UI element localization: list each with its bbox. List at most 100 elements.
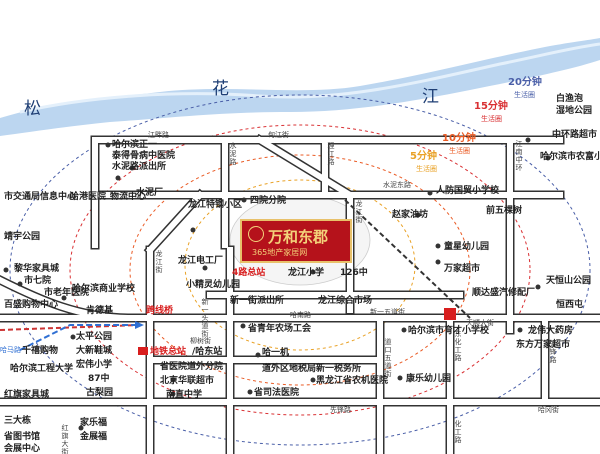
poi-shangye: 哈尔滨商业学校 <box>72 284 136 294</box>
road-haxi: 哈冈街 <box>538 406 559 414</box>
road-shuini-v: 水泥路 <box>229 142 237 166</box>
poi-dongfang: 东方万家超市 <box>516 340 571 350</box>
ring-10min <box>129 154 471 386</box>
road-tianshun: 天顺大街 <box>466 319 494 327</box>
ring-label-15: 15分钟 <box>474 101 508 112</box>
poi-siyuan: 四院分院 <box>250 196 287 206</box>
poi-hagang: 哈港医院 <box>70 192 107 202</box>
road-xianfeng2: 先锋路 <box>330 406 351 414</box>
road-longjiang-v: 龙江街 <box>355 200 363 224</box>
poi-xiaojingling: 小精灵幼儿园 <box>186 280 241 290</box>
poi-zhaojia: 赵家油坊 <box>392 210 429 220</box>
road-longjiang-diag: 龙江街 <box>155 250 163 274</box>
poi-wanjia: 万家超市 <box>444 264 481 274</box>
road-jiangbian: 江畔路 <box>148 131 169 139</box>
metro-line <box>19 324 135 351</box>
bus-station-marker <box>138 347 148 355</box>
ring-sub-15: 生活圈 <box>481 115 502 123</box>
poi-tushuguan: 省图书馆 <box>4 432 41 442</box>
poi-guliyuan: 古梨园 <box>86 388 114 398</box>
project-emblem-icon <box>248 226 264 242</box>
ring-sub-20: 生活圈 <box>514 91 535 99</box>
river-highlight <box>19 42 600 114</box>
poi-daxin: 大新鞋城 <box>76 346 113 356</box>
ring-sub-10: 生活圈 <box>449 147 470 155</box>
poi-qiyuan: 市七院 <box>24 276 52 286</box>
poi-hualian: 北京华联超市 <box>160 376 215 386</box>
poi-wuliu: 物流中心 <box>110 192 147 202</box>
poi-markers <box>3 137 551 431</box>
poi-bailu: 白渔泡 <box>556 94 584 104</box>
road-shuidong: 水泥东路 <box>383 181 411 189</box>
metro-arrow <box>135 321 144 329</box>
poi-nanzhi: 南直中学 <box>166 390 203 400</box>
poi-baisheng: 百盛购物中心 <box>4 300 59 310</box>
poi-longwei: 龙伟大药房 <box>528 326 574 336</box>
road-xinyi-wudao: 新一五道街 <box>370 308 405 316</box>
river-char-2: 花 <box>212 79 229 99</box>
poi-lihua: 黎华家具城 <box>14 264 60 274</box>
poi-metro-terminal: 地铁总站 <box>150 347 187 357</box>
poi-nongchang: 省青年农场工会 <box>248 324 312 334</box>
poi-huizhan: 会展中心 <box>4 444 41 454</box>
road-hanan: 哈南路 <box>290 311 311 319</box>
poi-renfang: 人防国贸小学校 <box>436 186 500 196</box>
poi-126: 126中 <box>340 268 368 278</box>
poi-longjiang-school: 龙江小学 <box>288 268 325 278</box>
poi-shunda: 顺达盛汽修配厂 <box>472 288 536 298</box>
poi-zhonghuan: 中环路超市 <box>552 130 598 140</box>
poi-qianxi: 千禧购物 <box>22 346 59 356</box>
ring-label-20: 20分钟 <box>508 77 542 88</box>
poi-hengxi: 恒西屯 <box>556 300 584 310</box>
ring-label-10: 10分钟 <box>442 133 476 144</box>
railway-line <box>344 199 471 319</box>
road-lijiang: 理江路 <box>327 142 335 166</box>
road-dianjiang: 甸江街 <box>268 131 289 139</box>
poi-dishui: 道外区地税局新一税务所 <box>262 364 362 374</box>
poi-jingyu: 靖宇公园 <box>4 232 41 242</box>
poi-shuini-police: 水泥路派出所 <box>112 162 167 172</box>
station-marker <box>444 308 456 320</box>
project-name: 万和东郡 <box>268 228 329 246</box>
poi-tianheng: 天恒山公园 <box>546 276 592 286</box>
road-network <box>0 133 600 454</box>
poi-4lu: 4路总站 <box>232 268 266 278</box>
poi-shidi: 湿地公园 <box>556 106 593 116</box>
road-xianfeng: 先锋路 <box>549 340 557 364</box>
poi-longjiang-tegang: 龙江特钢小区 <box>188 200 243 210</box>
poi-jiaotong: 市交通局信息中心 <box>4 192 77 202</box>
poi-liushu: 柳树街 <box>190 337 211 345</box>
poi-xinyi-police: 新一街派出所 <box>230 296 285 306</box>
poi-diangong: 龙江电工厂 <box>178 256 224 266</box>
poi-nongji: 黑龙江省农机医院 <box>316 376 389 386</box>
poi-taiping: 太平公园 <box>76 332 113 342</box>
poi-hongwei: 宏伟小学 <box>76 360 113 370</box>
poi-kuaxian: 跨线桥 <box>146 306 174 316</box>
road-hongqi: 红旗大街 <box>61 424 69 454</box>
poi-87: 87中 <box>88 374 110 384</box>
road-jiangnan: 江南中环 <box>515 140 523 172</box>
road-xinyi: 新一头道街 <box>201 298 209 338</box>
poi-tongxing: 童星幼儿园 <box>444 242 490 252</box>
river-char-1: 松 <box>24 99 41 119</box>
poi-hongqi-furniture: 红旗家具城 <box>4 390 50 400</box>
poi-kfc: 肯德基 <box>86 306 114 316</box>
poi-sifa: 省司法医院 <box>254 388 300 398</box>
poi-zhengyi: 哈尔滨正一 <box>112 140 158 150</box>
poi-yucai: 哈尔滨市育才小学校 <box>408 326 490 336</box>
poi-nongfu: 哈尔滨市农富小学校 <box>540 152 600 162</box>
project-watermark: 365地产家居网 <box>252 248 308 257</box>
road-huagong: 化工路 <box>454 420 462 444</box>
road-metro-label: 哈马路 <box>0 346 21 354</box>
project-logo: 万和东郡 365地产家居网 <box>240 219 352 263</box>
poi-jialefu: 家乐福 <box>80 418 108 428</box>
poi-hayiji: 哈一机 <box>262 348 290 358</box>
songhua-river-water <box>0 38 600 136</box>
songhua-river <box>0 0 600 64</box>
ring-label-5: 5分钟 <box>410 151 437 162</box>
ring-sub-5: 生活圈 <box>416 165 437 173</box>
ring-20min <box>9 94 591 446</box>
poi-shengyiyuan: 省医院道外分院 <box>160 362 224 372</box>
